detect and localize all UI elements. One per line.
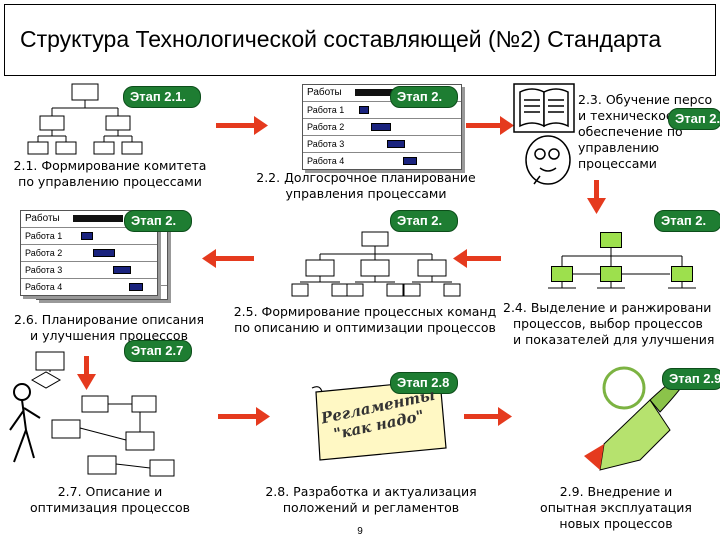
stage-badge-2-8: Этап 2.8 — [390, 372, 458, 394]
caption-line: опытная эксплуатация — [540, 500, 692, 515]
gantt-bar — [93, 249, 115, 257]
caption-line: 2.9. Внедрение и — [559, 484, 673, 499]
process-flowchart-icon — [30, 351, 175, 477]
arrow-2-7-to-2-8 — [218, 407, 270, 426]
caption-line: 2.2. Долгосрочное планирование — [256, 170, 476, 185]
gantt-bar — [129, 283, 143, 291]
caption-line: и показателей для улучшения — [513, 332, 715, 347]
gantt-chart-2-2: Работы Работа 1 Работа 2 Работа 3 Работа… — [302, 84, 462, 170]
arrow-2-5-to-2-6 — [202, 249, 254, 268]
org-chart-icon-2-1 — [27, 83, 143, 155]
gantt-bar — [371, 123, 391, 131]
gantt-bar — [359, 106, 369, 114]
caption-line: управления процессами — [285, 186, 447, 201]
gantt-bar — [387, 140, 405, 148]
process-box — [600, 232, 622, 248]
stage-badge-2-7: Этап 2.7 — [124, 340, 192, 362]
caption-line: 2.4. Выделение и ранжировани — [503, 300, 712, 315]
arrow-2-1-to-2-2 — [216, 116, 268, 135]
caption-line: управлению — [578, 140, 660, 155]
gantt-row: Работа 3 — [303, 135, 461, 151]
gantt-row: Работа 3 — [21, 261, 157, 277]
arrow-2-6-to-2-7 — [77, 356, 96, 390]
caption-line: 2.3. Обучение персо — [578, 92, 713, 107]
caption-line: и техническое — [578, 108, 674, 123]
regulations-scroll-icon — [311, 379, 447, 461]
process-box — [671, 266, 693, 282]
stage-badge-2-5: Этап 2. — [390, 210, 458, 232]
page-title: Структура Технологической составляющей (… — [20, 26, 662, 52]
caption-line: 2.1. Формирование комитета — [13, 158, 207, 173]
stage-badge-2-3: Этап 2. — [668, 108, 720, 130]
arrow-2-4-to-2-5 — [453, 249, 501, 268]
process-tree-icon — [548, 246, 696, 289]
title-frame — [4, 4, 716, 76]
team-tree-icon — [291, 231, 461, 297]
page-number: 9 — [357, 526, 363, 537]
arrow-2-8-to-2-9 — [464, 407, 512, 426]
gantt-row: Работа 1 — [303, 101, 461, 117]
caption-line: 2.5. Формирование процессных команд — [233, 304, 497, 319]
gantt-row: Работа 2 — [21, 244, 157, 260]
gantt-bar — [81, 232, 93, 240]
gantt-header: Работы — [25, 213, 60, 224]
caption-line: процессами — [578, 156, 657, 171]
stage-badge-2-1: Этап 2.1. — [123, 86, 201, 108]
gantt-header: Работы — [307, 87, 342, 98]
training-icon — [513, 83, 575, 185]
process-box — [600, 266, 622, 282]
caption-line: по управлению процессами — [18, 174, 202, 189]
caption-line: 2.6. Планирование описания — [13, 312, 205, 327]
stage-caption-2-9: 2.9. Внедрение и опытная эксплуатация но… — [516, 484, 716, 532]
stage-caption-2-1: 2.1. Формирование комитета по управлению… — [4, 158, 216, 190]
caption-line: 2.7. Описание и — [57, 484, 163, 499]
stage-badge-2-6: Этап 2. — [124, 210, 192, 232]
stage-caption-2-2: 2.2. Долгосрочное планирование управлени… — [236, 170, 496, 202]
stage-caption-2-4: 2.4. Выделение и ранжировани процессов, … — [503, 300, 720, 348]
arrow-2-2-to-2-3 — [466, 116, 514, 135]
stage-caption-2-6: 2.6. Планирование описания и улучшения п… — [4, 312, 214, 344]
caption-line: 2.8. Разработка и актуализация — [265, 484, 477, 499]
process-box — [551, 266, 573, 282]
caption-line: обеспечение по — [578, 124, 683, 139]
gantt-header-bar — [355, 89, 407, 96]
stage-badge-2-4: Этап 2. — [654, 210, 720, 232]
caption-line: оптимизация процессов — [30, 500, 190, 515]
gantt-row: Работа 1 — [21, 227, 157, 243]
caption-line: процессов, выбор процессов — [513, 316, 703, 331]
stage-badge-2-2: Этап 2. — [390, 86, 458, 108]
gantt-header-bar — [73, 215, 123, 222]
caption-line: по описанию и оптимизации процессов — [234, 320, 496, 335]
caption-line: положений и регламентов — [282, 500, 460, 515]
gantt-bar — [113, 266, 131, 274]
stage-caption-2-5: 2.5. Формирование процессных команд по о… — [224, 304, 506, 336]
person-figure-icon — [9, 383, 41, 463]
stage-badge-2-9: Этап 2.9 — [662, 368, 720, 390]
caption-line: и улучшения процессов — [30, 328, 188, 343]
stage-caption-2-3: 2.3. Обучение персо и техническое обеспе… — [578, 92, 720, 172]
gantt-row: Работа 4 — [303, 152, 461, 168]
gantt-row: Работа 2 — [303, 118, 461, 134]
gantt-row: Работа 4 — [21, 278, 157, 294]
arrow-2-3-to-2-4 — [587, 180, 606, 214]
gantt-bar — [403, 157, 417, 165]
stage-caption-2-7: 2.7. Описание и оптимизация процессов — [20, 484, 200, 516]
caption-line: новых процессов — [559, 516, 673, 531]
stage-caption-2-8: 2.8. Разработка и актуализация положений… — [246, 484, 496, 516]
